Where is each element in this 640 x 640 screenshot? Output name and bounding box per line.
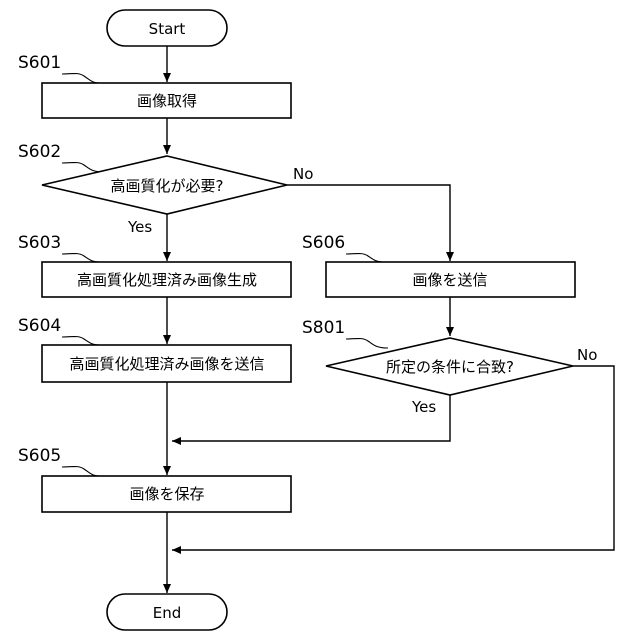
- step-id-leader-s603: [62, 254, 100, 263]
- connector-s801-yes-s605: [172, 395, 450, 441]
- step-id-s601: S601: [18, 53, 61, 73]
- step-id-leader-s801: [346, 339, 388, 349]
- step-id-s604: S604: [18, 316, 61, 336]
- step-id-s801: S801: [302, 318, 345, 338]
- end-label: End: [153, 604, 182, 622]
- branch-label-s801-no: No: [577, 346, 597, 364]
- step-id-s606: S606: [302, 233, 345, 253]
- branch-label-s801-yes: Yes: [411, 398, 436, 416]
- process-text-s605: 画像を保存: [129, 485, 204, 503]
- step-id-s603: S603: [18, 233, 61, 253]
- step-id-leader-s602: [62, 163, 104, 173]
- decision-text-s801: 所定の条件に合致?: [386, 358, 514, 376]
- process-text-s604: 高画質化処理済み画像を送信: [69, 355, 264, 373]
- step-id-s605: S605: [18, 446, 61, 466]
- branch-label-s602-yes: Yes: [127, 218, 152, 236]
- step-id-leader-s606: [346, 254, 384, 263]
- branch-label-s602-no: No: [293, 165, 313, 183]
- start-label: Start: [149, 20, 186, 38]
- step-id-s602: S602: [18, 142, 61, 162]
- step-id-leader-s605: [62, 467, 100, 477]
- process-text-s601: 画像取得: [137, 92, 197, 110]
- step-id-leader-s604: [62, 337, 100, 346]
- process-text-s606: 画像を送信: [412, 271, 487, 289]
- process-text-s603: 高画質化処理済み画像生成: [77, 271, 257, 289]
- decision-text-s602: 高画質化が必要?: [111, 177, 224, 195]
- step-id-leader-s601: [62, 74, 100, 84]
- connector-s801-no-end: [172, 366, 614, 550]
